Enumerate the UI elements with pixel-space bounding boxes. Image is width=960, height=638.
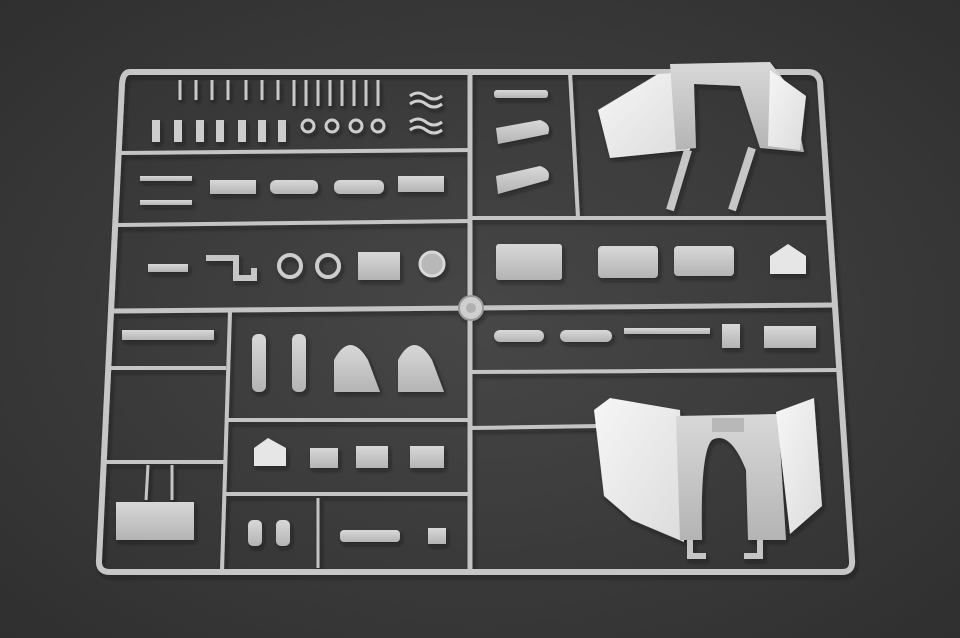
runner-h7	[469, 368, 839, 374]
upper-right-runner	[568, 71, 580, 219]
runner-h1	[119, 148, 471, 155]
housing-parts	[496, 244, 806, 280]
runner-h8	[469, 424, 601, 430]
runner-v-small1	[144, 464, 150, 501]
rod-parts-row	[140, 176, 444, 205]
outer-runner	[95, 69, 856, 575]
wheel-parts-row	[148, 250, 446, 281]
spring-parts	[409, 91, 443, 135]
clevis-parts	[494, 90, 549, 194]
arm-parts-row	[494, 324, 816, 348]
center-hub-dot	[466, 303, 476, 313]
runner-h2	[117, 219, 471, 227]
sprue-frame	[95, 62, 856, 575]
lower-plate-part	[594, 398, 822, 559]
lower-left-parts	[116, 330, 446, 546]
upper-plate-part	[598, 62, 806, 212]
left-inner-runner	[220, 311, 232, 571]
small-bracket-row	[152, 118, 386, 142]
pin-row	[178, 80, 380, 106]
